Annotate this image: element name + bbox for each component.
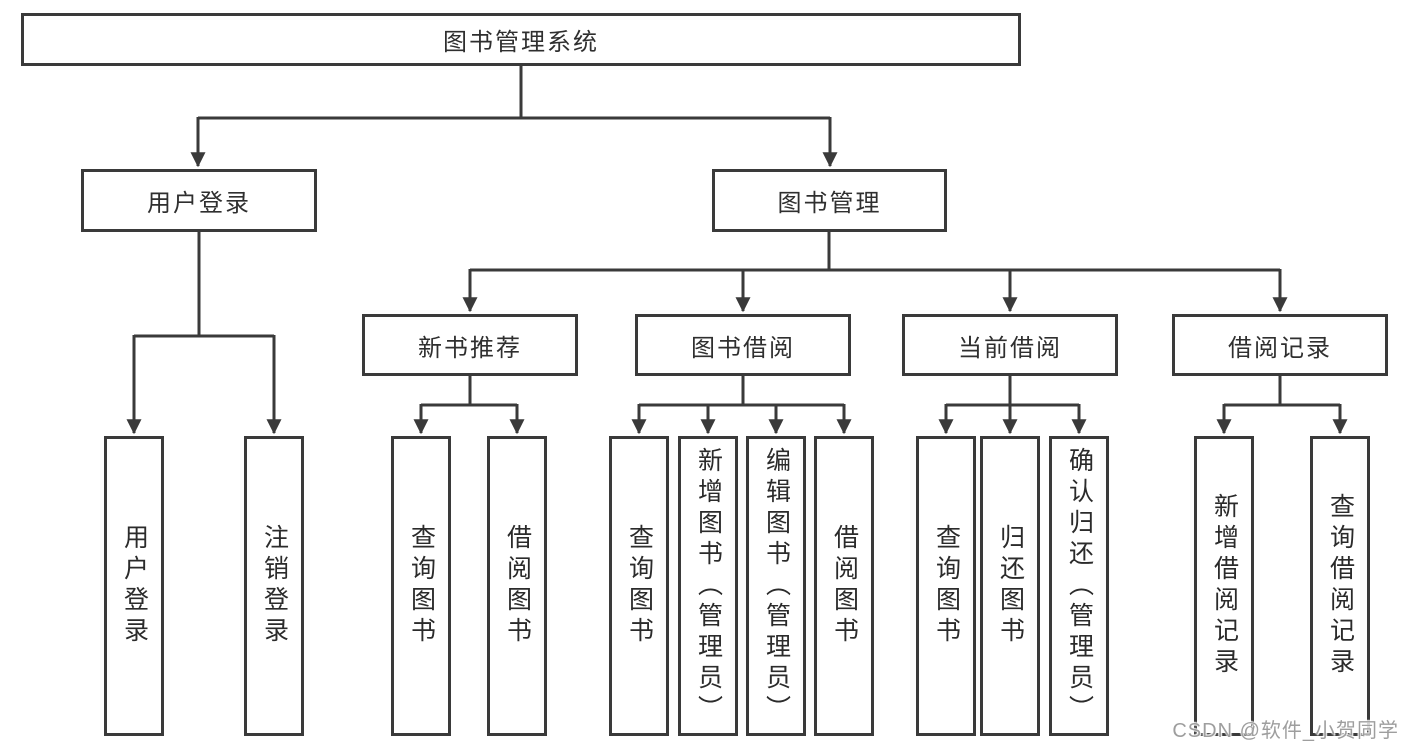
leaf-query-borrow-record: 查询借阅记录 <box>1310 436 1370 736</box>
leaf-query-books-current: 查询图书 <box>916 436 976 736</box>
node-current-borrowing: 当前借阅 <box>902 314 1118 376</box>
node-user-login: 用户登录 <box>81 169 317 232</box>
leaf-label: 编辑图书（管理员） <box>762 446 791 726</box>
node-label: 图书管理 <box>777 190 882 217</box>
leaf-label: 查询借阅记录 <box>1326 493 1355 679</box>
leaf-label: 用户登录 <box>120 524 149 648</box>
node-label: 借阅记录 <box>1228 334 1332 362</box>
leaf-label: 新增借阅记录 <box>1210 493 1239 679</box>
node-label: 图书借阅 <box>691 334 795 362</box>
leaf-label: 查询图书 <box>932 524 961 648</box>
leaf-label: 查询图书 <box>407 524 436 648</box>
node-label: 用户登录 <box>147 190 251 217</box>
leaf-label: 注销登录 <box>260 524 289 648</box>
leaf-borrow-books-recommend: 借阅图书 <box>487 436 547 736</box>
leaf-add-books-admin: 新增图书（管理员） <box>678 436 738 736</box>
leaf-label: 确认归还（管理员） <box>1065 446 1094 726</box>
leaf-user-login: 用户登录 <box>104 436 164 736</box>
leaf-query-books-borrowing: 查询图书 <box>609 436 669 736</box>
node-library-management-system: 图书管理系统 <box>21 13 1021 66</box>
node-new-book-recommendation: 新书推荐 <box>362 314 578 376</box>
node-label: 当前借阅 <box>958 334 1062 362</box>
leaf-add-borrow-record: 新增借阅记录 <box>1194 436 1254 736</box>
node-borrowing-record: 借阅记录 <box>1172 314 1388 376</box>
leaf-label: 查询图书 <box>625 524 654 648</box>
leaf-edit-books-admin: 编辑图书（管理员） <box>746 436 806 736</box>
leaf-borrow-books: 借阅图书 <box>814 436 874 736</box>
leaf-return-books: 归还图书 <box>980 436 1040 736</box>
leaf-label: 归还图书 <box>996 524 1025 648</box>
leaf-query-books-recommend: 查询图书 <box>391 436 451 736</box>
csdn-watermark: CSDN @软件_小贺同学 <box>1172 720 1399 742</box>
node-label: 图书管理系统 <box>443 29 599 56</box>
node-book-management: 图书管理 <box>712 169 947 232</box>
node-book-borrowing: 图书借阅 <box>635 314 851 376</box>
leaf-label: 新增图书（管理员） <box>694 446 723 726</box>
leaf-confirm-return-admin: 确认归还（管理员） <box>1049 436 1109 736</box>
node-label: 新书推荐 <box>418 334 522 362</box>
leaf-logout: 注销登录 <box>244 436 304 736</box>
leaf-label: 借阅图书 <box>503 524 532 648</box>
leaf-label: 借阅图书 <box>830 524 859 648</box>
